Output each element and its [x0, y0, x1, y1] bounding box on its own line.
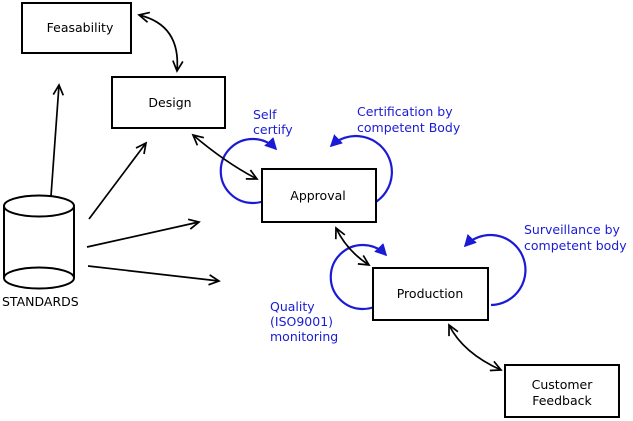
standards-to-feasability-arrow [50, 83, 65, 197]
cylinder-top [3, 194, 75, 218]
node-feasability: Feasability [21, 2, 132, 54]
surveillance-loop-arrow [465, 233, 527, 307]
customer-feedback-box [504, 364, 620, 418]
node-production: Production [372, 267, 489, 321]
quality-monitoring-label-line1: Quality [270, 299, 315, 314]
quality-monitoring-label-line3: monitoring [270, 329, 338, 344]
approval-box [261, 168, 377, 223]
black-arrows [50, 11, 503, 372]
production-customer-feedback-double-arrow [448, 323, 503, 372]
quality-monitoring-label-line2: (ISO9001) [270, 314, 333, 329]
node-design: Design [111, 76, 226, 129]
node-customer-feedback: Customer Feedback [504, 364, 620, 418]
standards-to-production-arrow [87, 265, 221, 286]
surveillance-label-line1: Surveillance by [524, 222, 621, 237]
node-standards: STANDARDS [2, 194, 79, 309]
self-certify-label-line2: certify [253, 122, 293, 137]
production-label: Production [397, 286, 464, 301]
certification-label-line1: Certification by [357, 104, 453, 119]
customer-feedback-label-line2: Feedback [532, 393, 592, 408]
approval-production-double-arrow [334, 226, 371, 267]
cylinder-bottom [3, 266, 75, 290]
node-approval: Approval [261, 168, 377, 223]
customer-feedback-label-line1: Customer [532, 377, 594, 392]
standards-label: STANDARDS [2, 294, 79, 309]
approval-label: Approval [290, 188, 345, 203]
design-approval-double-arrow [191, 133, 259, 180]
feasability-label: Feasability [47, 20, 114, 35]
feasability-box [21, 2, 132, 54]
certification-label-line2: competent Body [357, 120, 461, 135]
standards-to-approval-arrow [86, 218, 201, 248]
design-box [111, 76, 226, 129]
standards-to-design-arrow [88, 141, 148, 220]
production-box [372, 267, 489, 321]
surveillance-label-line2: competent body [524, 238, 627, 253]
blue-annotations: Self certify Certification by competent … [253, 104, 627, 344]
self-certify-label-line1: Self [253, 107, 277, 122]
feasability-design-double-arrow [137, 11, 184, 73]
design-label: Design [148, 95, 191, 110]
